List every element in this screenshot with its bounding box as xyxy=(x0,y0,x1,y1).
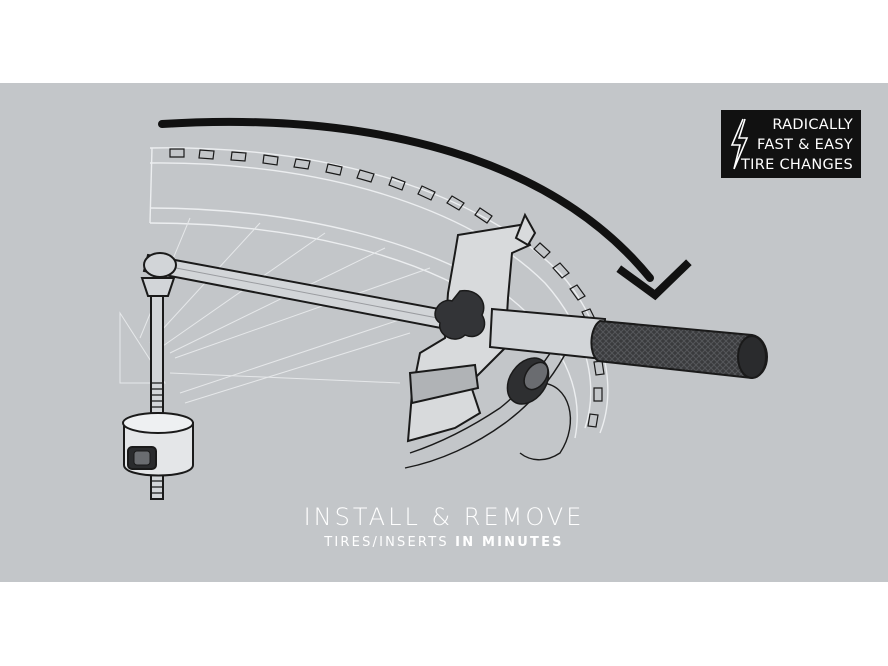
threaded-bolt xyxy=(140,252,177,500)
handle-shaft xyxy=(488,307,607,361)
badge-line-1: RADICALLY xyxy=(772,117,853,133)
hero-panel: RADICALLY FAST & EASY TIRE CHANGES INSTA… xyxy=(0,83,888,582)
caption-subtitle: TIRES/INSERTS IN MINUTES xyxy=(0,533,888,553)
bolt-collar xyxy=(122,412,194,477)
lightning-bolt-icon xyxy=(730,118,749,170)
caption-title: INSTALL & REMOVE xyxy=(303,503,585,531)
knurled-grip xyxy=(590,319,768,380)
caption-subtitle-emphasis: IN MINUTES xyxy=(455,535,564,550)
badge-text: RADICALLY FAST & EASY TIRE CHANGES xyxy=(741,115,853,175)
lever-arm xyxy=(142,253,452,331)
tire-tool-illustration xyxy=(119,117,768,500)
feature-badge: RADICALLY FAST & EASY TIRE CHANGES xyxy=(721,110,861,178)
tire-knobs xyxy=(169,148,605,428)
roller-knob xyxy=(506,357,550,405)
caption: INSTALL & REMOVE TIRES/INSERTS IN MINUTE… xyxy=(0,502,888,553)
caption-subtitle-prefix: TIRES/INSERTS xyxy=(324,535,449,550)
rotation-arrow xyxy=(158,117,692,301)
badge-line-3: TIRE CHANGES xyxy=(741,157,853,173)
clamp-knob xyxy=(434,289,486,340)
badge-line-2: FAST & EASY xyxy=(757,137,853,153)
